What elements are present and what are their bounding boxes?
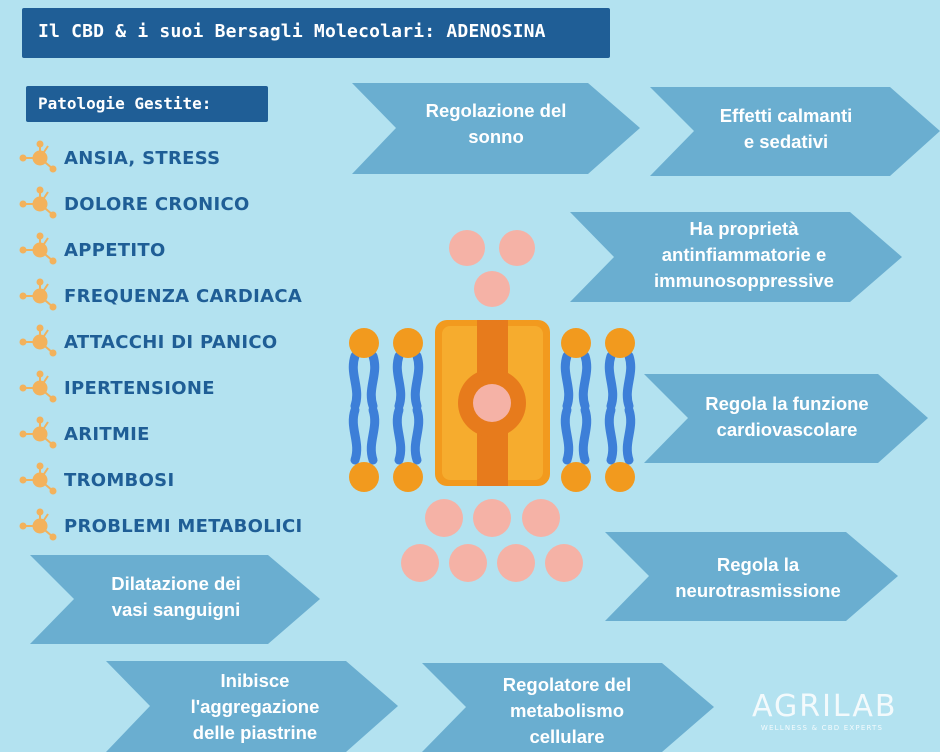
molecule-icon	[19, 186, 57, 219]
molecule-icon	[19, 508, 57, 541]
arrow-vasodilation	[30, 555, 320, 644]
pathology-item: ATTACCHI DI PANICO	[18, 324, 398, 360]
pathology-label: ATTACCHI DI PANICO	[64, 332, 278, 353]
pathology-label: ANSIA, STRESS	[64, 148, 221, 169]
molecule-icon	[19, 324, 57, 357]
pathology-item: FREQUENZA CARDIACA	[18, 278, 398, 314]
ligand-dot	[401, 544, 439, 582]
logo-tagline: WELLNESS & CBD EXPERTS	[760, 724, 884, 732]
lipid-molecule	[604, 328, 636, 492]
lipid-molecule	[560, 328, 592, 492]
arrow-calming	[650, 87, 940, 176]
arrow-metabolism	[422, 663, 714, 752]
molecule-icon	[19, 278, 57, 311]
pathology-label: ARITMIE	[64, 424, 150, 445]
ligand-dot	[449, 544, 487, 582]
pathology-label: IPERTENSIONE	[64, 378, 215, 399]
molecule-icon	[19, 140, 57, 173]
ligand-dot	[425, 499, 463, 537]
ligand-dot	[473, 499, 511, 537]
arrow-platelets	[106, 661, 398, 752]
ligand-dot	[499, 230, 535, 266]
molecule-icon	[19, 416, 57, 449]
page-title: Il CBD & i suoi Bersagli Molecolari: ADE…	[38, 21, 546, 42]
logo-name: AGRILAB	[752, 689, 898, 724]
pathology-item: PROBLEMI METABOLICI	[18, 508, 398, 544]
molecule-icon	[19, 232, 57, 265]
arrow-cardiovascular	[644, 374, 928, 463]
ligand-dot	[497, 544, 535, 582]
pathology-label: TROMBOSI	[64, 470, 175, 491]
title-banner: Il CBD & i suoi Bersagli Molecolari: ADE…	[22, 8, 610, 58]
molecule-icon	[19, 370, 57, 403]
pathology-item: APPETITO	[18, 232, 398, 268]
molecule-icon	[19, 462, 57, 495]
pathology-item: TROMBOSI	[18, 462, 398, 498]
pathology-label: FREQUENZA CARDIACA	[64, 286, 303, 307]
arrow-neurotransmission	[605, 532, 898, 621]
pathology-item: IPERTENSIONE	[18, 370, 398, 406]
arrow-anti-inflammatory	[570, 212, 902, 302]
ligand-dot	[474, 271, 510, 307]
pathology-item: ARITMIE	[18, 416, 398, 452]
pathology-label: DOLORE CRONICO	[64, 194, 250, 215]
pathology-item: ANSIA, STRESS	[18, 140, 398, 176]
pathology-label: APPETITO	[64, 240, 166, 261]
pathology-label: PROBLEMI METABOLICI	[64, 516, 303, 537]
pathologies-heading: Patologie Gestite:	[38, 94, 212, 113]
arrow-sleep	[352, 83, 640, 174]
lipid-molecule	[348, 328, 380, 492]
ligand-dot	[522, 499, 560, 537]
lipid-molecule	[392, 328, 424, 492]
agrilab-logo: AGRILAB WELLNESS & CBD EXPERTS	[752, 689, 898, 733]
bound-ligand	[473, 384, 511, 422]
pathology-item: DOLORE CRONICO	[18, 186, 398, 222]
ligand-dot	[545, 544, 583, 582]
adenosine-receptor-illustration	[348, 230, 636, 582]
pathologies-banner: Patologie Gestite:	[26, 86, 268, 122]
ligand-dot	[449, 230, 485, 266]
